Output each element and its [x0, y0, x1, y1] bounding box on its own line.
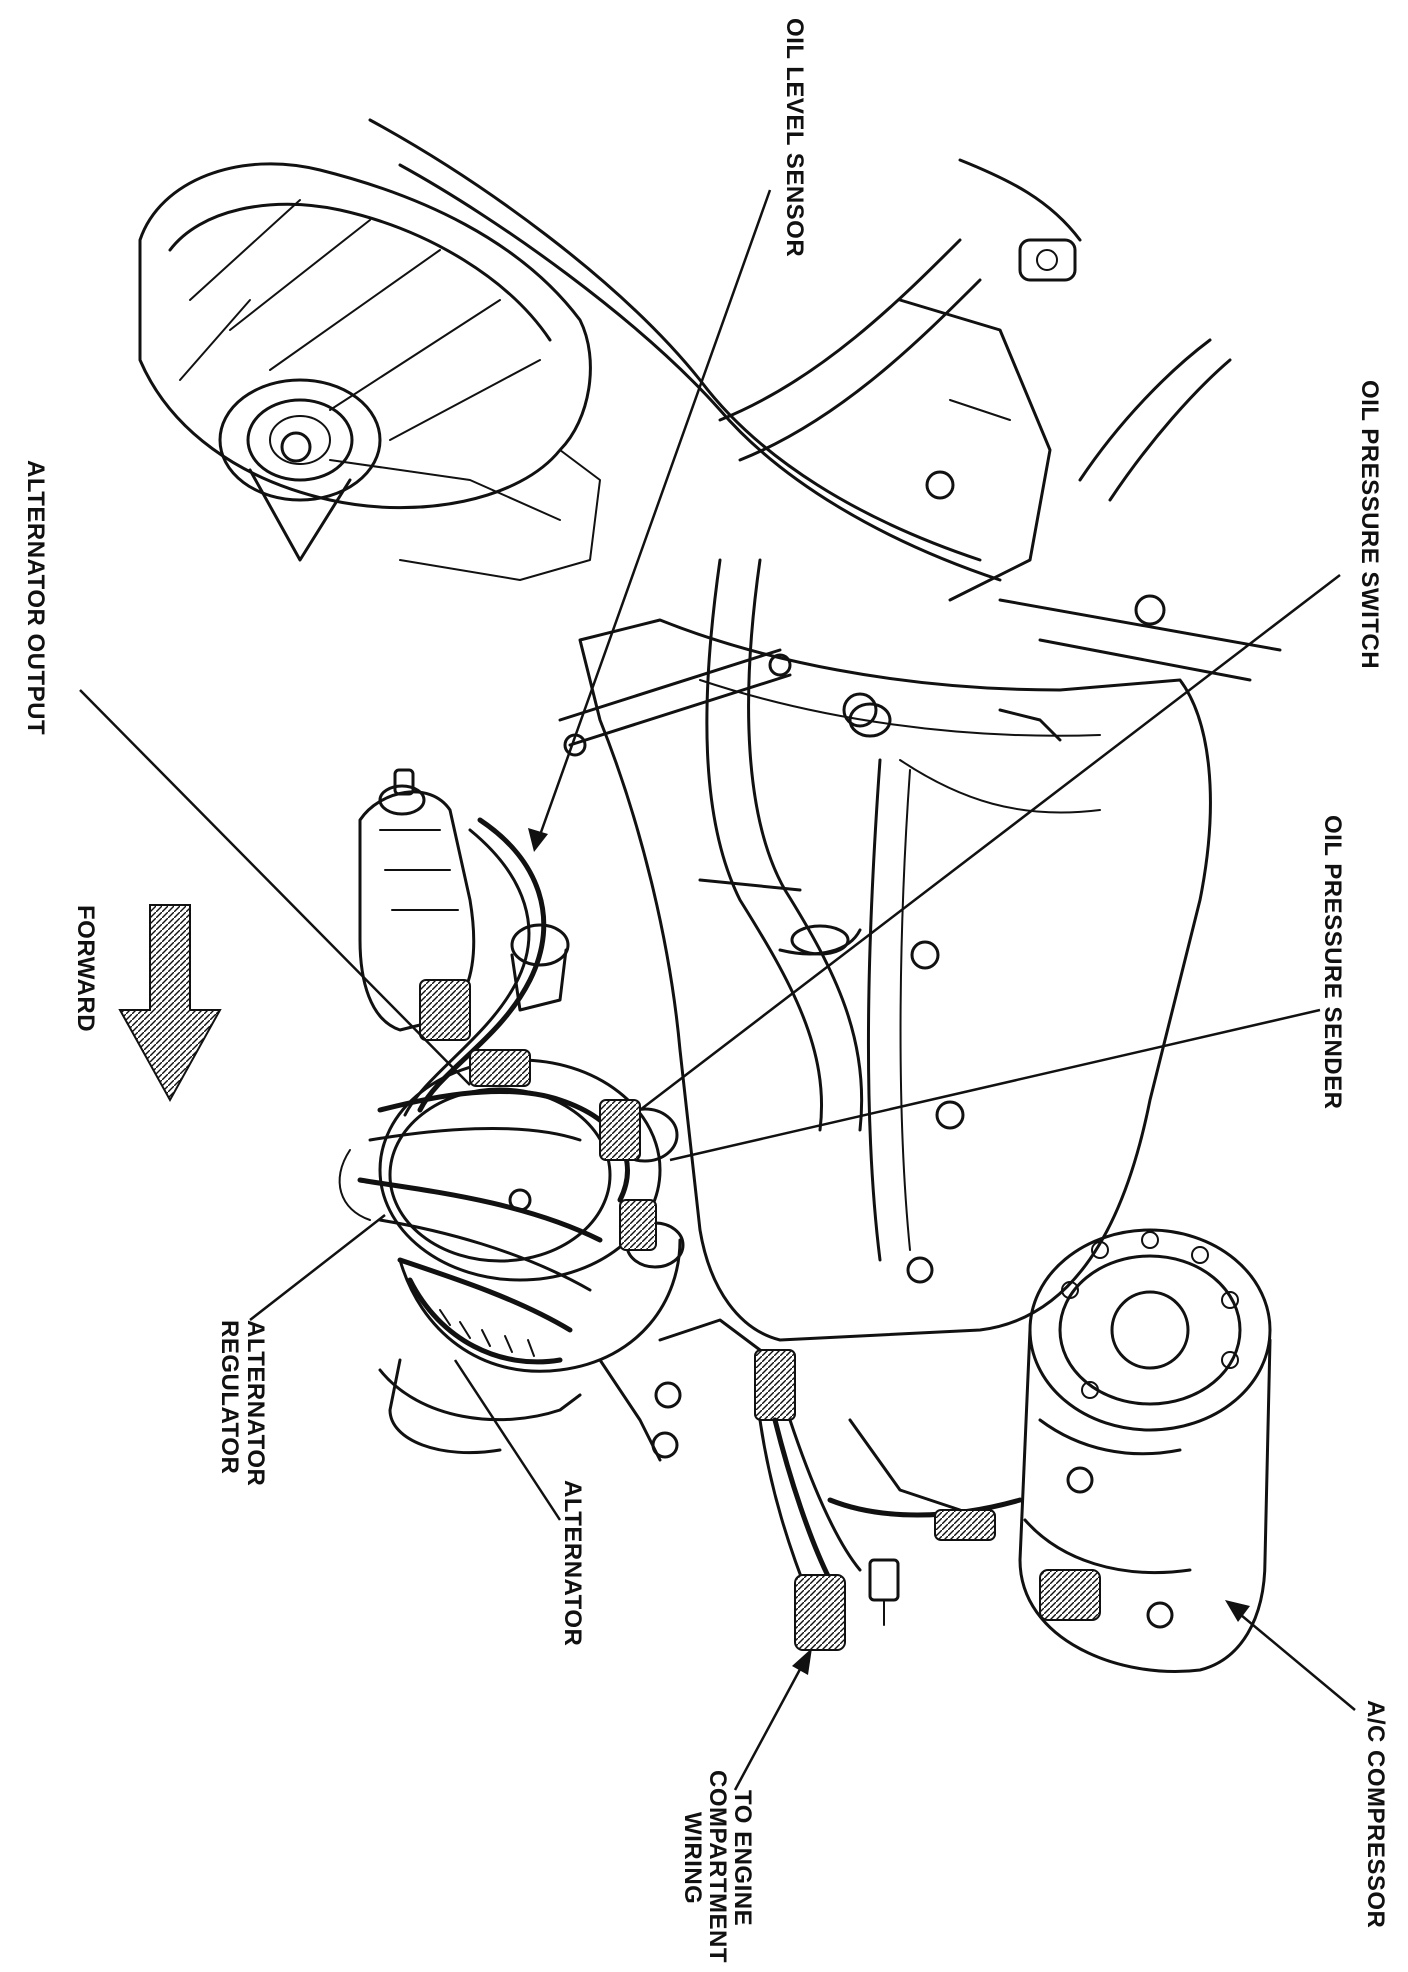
label-alternator-output: ALTERNATOR OUTPUT — [22, 460, 49, 735]
brackets — [558, 648, 892, 757]
exhaust-pipe — [698, 558, 864, 1132]
forward-arrow — [118, 904, 222, 1103]
label-alternator-regulator-line2: REGULATOR — [216, 1320, 243, 1474]
label-alternator-regulator-line1: ALTERNATOR — [242, 1320, 269, 1486]
label-ac-compressor: A/C COMPRESSOR — [1362, 1700, 1389, 1928]
label-to-engine-line3: WIRING — [679, 1812, 706, 1904]
label-alternator: ALTERNATOR — [559, 1480, 586, 1646]
label-to-engine-line2: COMPARTMENT — [704, 1770, 731, 1963]
labels: OIL LEVEL SENSOR OIL PRESSURE SWITCH OIL… — [22, 18, 1389, 1963]
alternator-body — [378, 1058, 685, 1462]
label-oil-level-sensor: OIL LEVEL SENSOR — [781, 18, 808, 257]
oil-pan — [578, 618, 1212, 1342]
label-oil-pressure-switch: OIL PRESSURE SWITCH — [1356, 380, 1383, 669]
wiring-harness — [338, 817, 657, 1333]
label-oil-pressure-sender: OIL PRESSURE SENDER — [1319, 815, 1346, 1109]
label-to-engine-line1: TO ENGINE — [729, 1790, 756, 1926]
transmission-housing — [138, 162, 601, 581]
frame-rails — [368, 118, 1282, 682]
engine-drawing — [118, 118, 1282, 1673]
leader-lines — [79, 189, 1356, 1791]
ac-compressor-body — [1018, 1228, 1272, 1673]
engine-compartment-wiring — [654, 1318, 1101, 1651]
label-forward: FORWARD — [72, 905, 99, 1032]
